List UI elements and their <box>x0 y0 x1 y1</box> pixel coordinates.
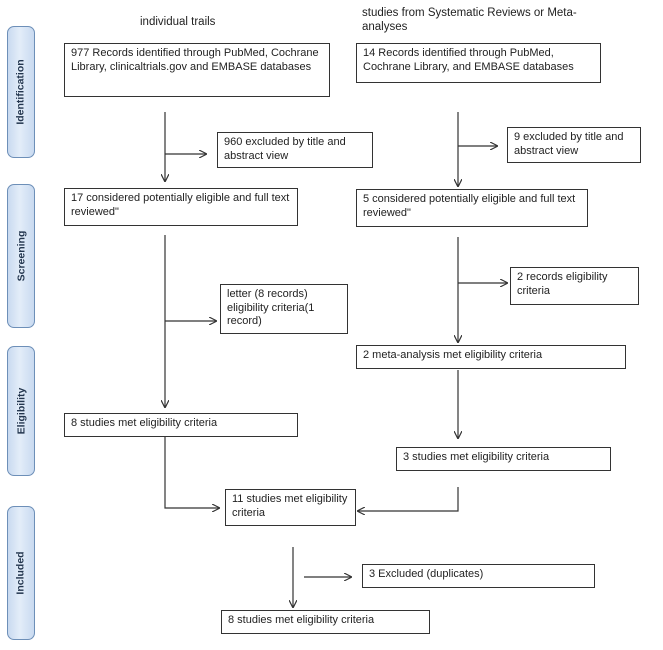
phase-included: Included <box>7 506 35 640</box>
arrow-left-met-to-combined <box>164 437 219 508</box>
right-identified-box: 14 Records identified through PubMed, Co… <box>356 43 601 83</box>
right-meta-met-box: 2 meta-analysis met eligibility criteria <box>356 345 626 369</box>
phase-included-label: Included <box>15 551 28 595</box>
phase-screening: Screening <box>7 184 35 328</box>
phase-eligibility: Eligibility <box>7 346 35 476</box>
final-met-box: 8 studies met eligibility criteria <box>221 610 430 634</box>
phase-identification: Identification <box>7 26 35 158</box>
right-excluded-records-box: 2 records eligibility criteria <box>510 267 639 305</box>
duplicates-excluded-box: 3 Excluded (duplicates) <box>362 564 595 588</box>
left-excluded-title-box: 960 excluded by title and abstract view <box>217 132 373 168</box>
left-excluded-letter-box: letter (8 records) eligibility criteria(… <box>220 284 348 334</box>
combined-met-box: 11 studies met eligibility criteria <box>225 489 356 526</box>
left-identified-box: 977 Records identified through PubMed, C… <box>64 43 330 97</box>
left-met-box: 8 studies met eligibility criteria <box>64 413 298 437</box>
right-studies-met-box: 3 studies met eligibility criteria <box>396 447 611 471</box>
left-considered-box: 17 considered potentially eligible and f… <box>64 188 298 226</box>
phase-eligibility-label: Eligibility <box>15 387 28 435</box>
right-excluded-title-box: 9 excluded by title and abstract view <box>507 127 641 163</box>
individual-trials-header: individual trails <box>140 16 216 28</box>
reviews-header: studies from Systematic Reviews or Meta-… <box>362 7 577 33</box>
arrow-right-studies-to-combined <box>358 487 459 511</box>
phase-identification-label: Identification <box>15 59 27 125</box>
phase-screening-label: Screening <box>15 230 27 282</box>
right-considered-box: 5 considered potentially eligible and fu… <box>356 189 588 227</box>
